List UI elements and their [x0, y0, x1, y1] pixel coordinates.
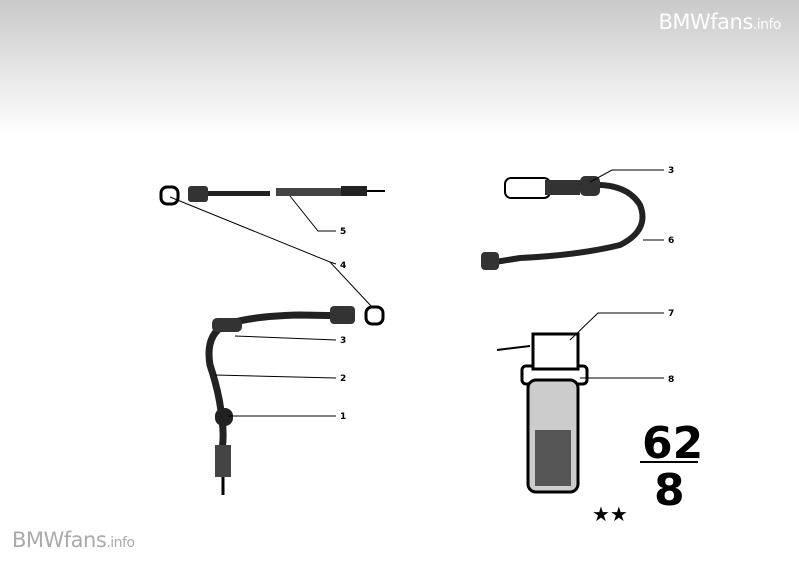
group-marker-stars: ★★ [592, 504, 628, 526]
leader-lines-left [169, 195, 373, 417]
part-cable-long[interactable] [481, 176, 646, 270]
callout-7[interactable]: 7 [668, 309, 674, 319]
part-cap-top[interactable] [159, 185, 180, 206]
watermark-brand: BMWfans [658, 10, 753, 34]
leader-lines-right [569, 169, 664, 379]
watermark-suffix: .info [106, 535, 135, 551]
watermark-suffix: .info [752, 17, 782, 33]
part-fuel-sender[interactable] [496, 332, 589, 494]
group-sub-number: 8 [654, 465, 685, 516]
callout-8[interactable]: 8 [668, 375, 674, 385]
callout-2[interactable]: 2 [340, 374, 346, 384]
callout-1[interactable]: 1 [340, 412, 346, 422]
callout-3-left[interactable]: 3 [340, 336, 346, 346]
watermark-brand: BMWfans [12, 528, 107, 552]
part-cap-right[interactable] [364, 305, 385, 326]
callout-4[interactable]: 4 [340, 261, 346, 271]
group-main-number: 62 [642, 418, 703, 469]
part-cable-short[interactable] [188, 186, 385, 202]
part-speedometer-cable[interactable] [205, 306, 356, 495]
callout-6[interactable]: 6 [668, 236, 674, 246]
callout-5[interactable]: 5 [340, 227, 346, 237]
callout-3-right[interactable]: 3 [668, 166, 674, 176]
header-gradient [0, 0, 799, 135]
watermark-bottom: BMWfans.info [12, 528, 135, 552]
watermark-top: BMWfans.info [658, 10, 781, 34]
